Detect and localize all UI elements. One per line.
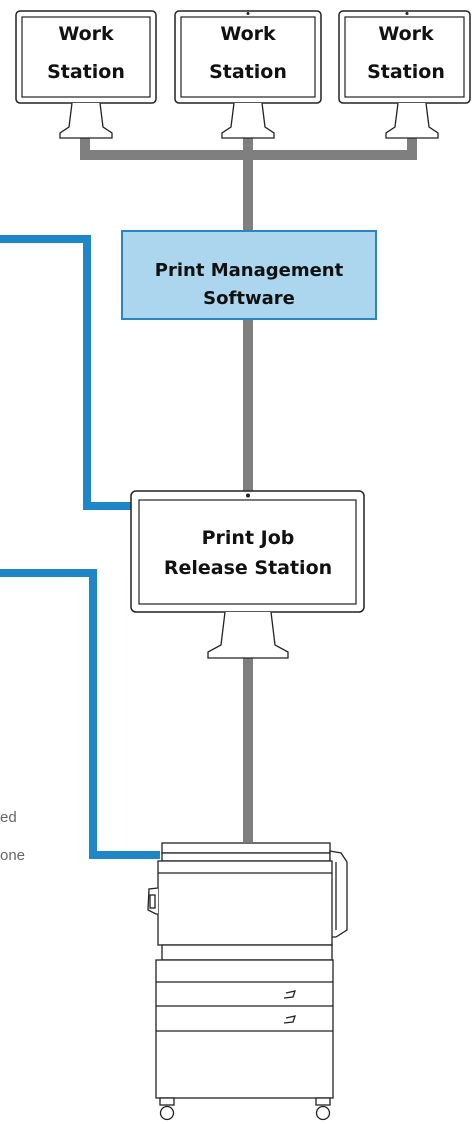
side-text-line2: one: [0, 847, 25, 864]
webcam-icon: [246, 494, 250, 498]
workstation-label-line1: Work: [220, 23, 276, 45]
blue-line-to-release-station: [0, 239, 135, 506]
release-label-line1: Print Job: [202, 527, 295, 549]
workstation-label-line2: Station: [209, 61, 287, 83]
management-label-line2: Software: [203, 288, 295, 309]
release-label-line2: Release Station: [164, 557, 332, 579]
workstation-2: Work Station: [175, 11, 321, 138]
monitor-stand: [222, 103, 274, 138]
workstation-3: Work Station: [339, 11, 470, 138]
workstation-label-line1: Work: [58, 23, 114, 45]
monitor-screen: [139, 500, 356, 604]
caster-wheel-icon: [161, 1107, 174, 1120]
printer-icon: [148, 843, 347, 1120]
caster-mount: [160, 1098, 174, 1105]
webcam-icon: [247, 12, 250, 15]
workstation-label-line2: Station: [367, 61, 445, 83]
printer-lid: [162, 843, 330, 853]
printer-cabinet: [156, 960, 333, 1098]
monitor-stand: [208, 612, 288, 658]
printer-lid-lower: [162, 853, 330, 861]
webcam-icon: [406, 12, 409, 15]
side-text-line1: ed: [0, 809, 17, 826]
workstation-1: Work Station: [16, 11, 156, 138]
caster-wheel-icon: [317, 1107, 330, 1120]
monitor-stand: [60, 103, 112, 138]
printer-base: [162, 945, 332, 960]
management-label-line1: Print Management: [155, 260, 344, 281]
blue-line-to-printer: [0, 573, 160, 855]
workstation-label-line2: Station: [47, 61, 125, 83]
print-management-software-box: Print Management Software: [122, 231, 376, 319]
monitor-stand: [386, 103, 438, 138]
workstation-label-line1: Work: [378, 23, 434, 45]
print-job-release-station: Print Job Release Station: [131, 491, 364, 658]
caster-mount: [316, 1098, 330, 1105]
printer-feed-slot: [150, 895, 155, 908]
